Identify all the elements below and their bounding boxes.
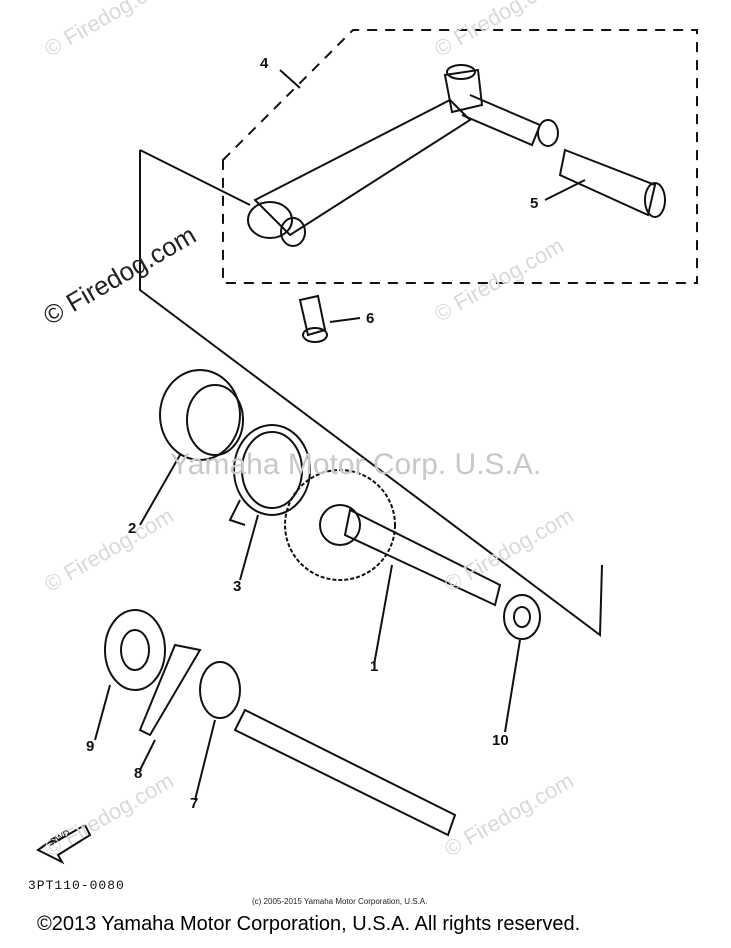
kick-gear bbox=[284, 469, 396, 581]
kick-shaft bbox=[343, 508, 502, 607]
kick-arm bbox=[253, 98, 472, 237]
pinion bbox=[199, 661, 241, 719]
copyright-footer: ©2013 Yamaha Motor Corporation, U.S.A. A… bbox=[37, 913, 581, 935]
ratchet bbox=[104, 609, 166, 691]
bushing bbox=[159, 369, 241, 461]
grip bbox=[558, 148, 657, 217]
label-6: 6 bbox=[366, 310, 375, 327]
label-2: 2 bbox=[128, 520, 137, 537]
label-4: 4 bbox=[260, 55, 269, 72]
outline-frame bbox=[139, 150, 603, 637]
main-shaft bbox=[233, 708, 457, 837]
label-3: 3 bbox=[233, 578, 242, 595]
spring bbox=[233, 424, 311, 516]
label-8: 8 bbox=[134, 765, 143, 782]
label-1: 1 bbox=[370, 658, 379, 675]
fwd-arrow bbox=[36, 823, 92, 865]
bearing bbox=[503, 594, 541, 640]
watermark: Yamaha Motor Corp. U.S.A. bbox=[170, 448, 542, 481]
label-7: 7 bbox=[190, 795, 199, 812]
assembly-box bbox=[222, 29, 698, 284]
clip bbox=[138, 643, 202, 737]
label-10: 10 bbox=[492, 732, 509, 749]
label-5: 5 bbox=[530, 195, 539, 212]
copyright-small: (c) 2005-2015 Yamaha Motor Corporation, … bbox=[252, 897, 428, 906]
label-9: 9 bbox=[86, 738, 95, 755]
diagram-code: 3PT110-0080 bbox=[28, 878, 125, 893]
